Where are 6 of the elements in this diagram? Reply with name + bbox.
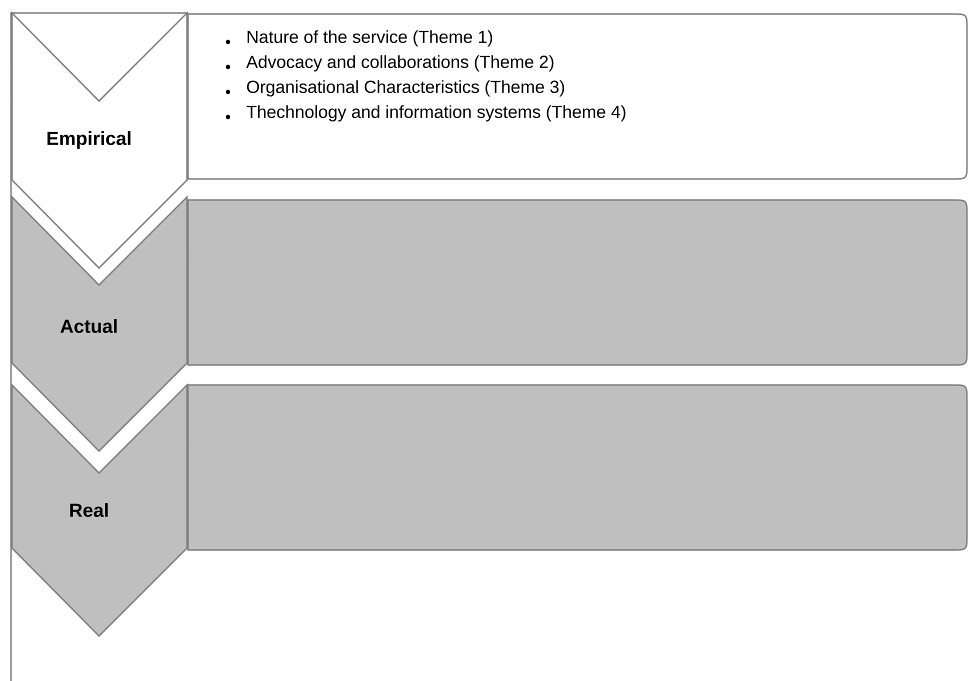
rounded-box	[187, 384, 968, 551]
text-panel: Nature of the service (Theme 1) Advocacy and collaborations (Theme 2) Organisational Characteristics (Theme 3) Thechnology and information systems (Theme 4)	[187, 13, 968, 180]
stage-box: Real	[11, 383, 188, 638]
rounded-box	[187, 199, 968, 366]
stage-box: Empirical	[11, 11, 188, 270]
stage-box: Actual	[11, 195, 188, 452]
